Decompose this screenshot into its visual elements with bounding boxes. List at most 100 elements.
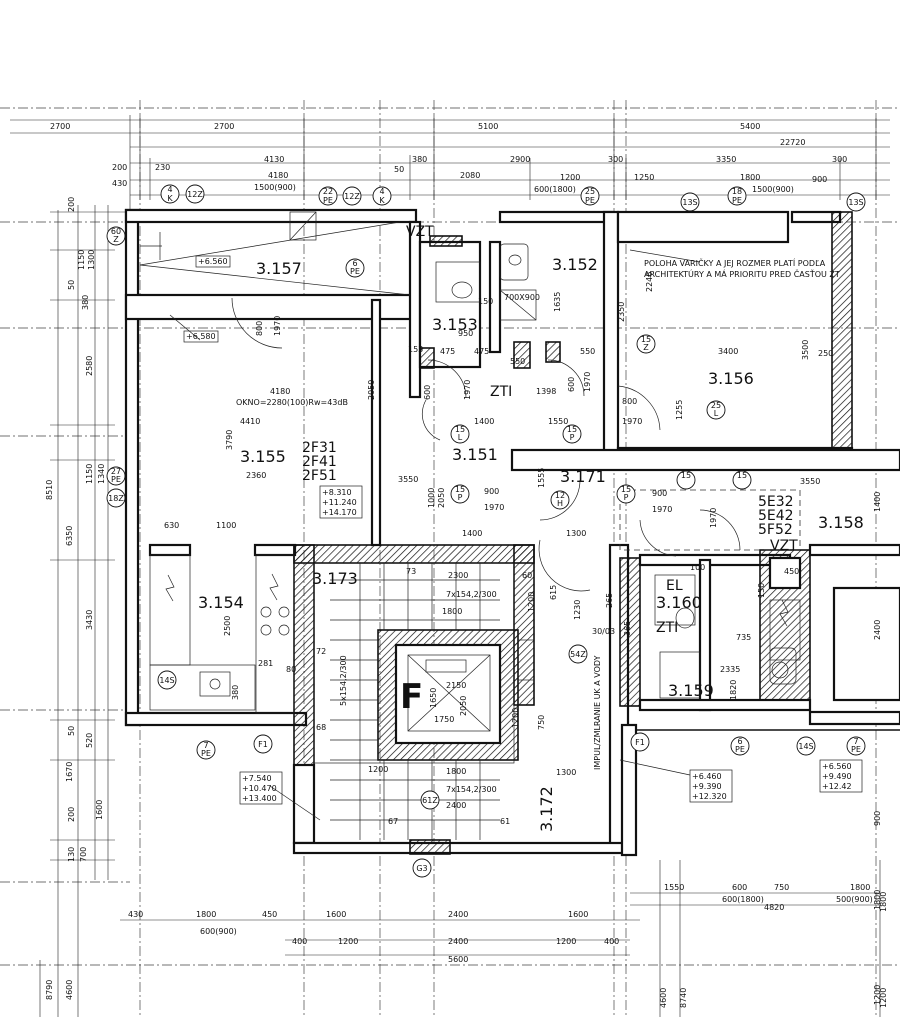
inner-dim-text: 1100 [216, 521, 236, 530]
marker-32 [568, 644, 588, 664]
bubble-text: 15 [641, 335, 651, 344]
bubble-text: 27 [111, 467, 121, 476]
window-note: OKNO=2280(100)Rw=43dB [236, 398, 348, 407]
room-number: 3.172 [537, 786, 556, 832]
text-labels: VZT VZT ZTI ZTI EL F POLOHA VARIČKY A JE… [236, 224, 840, 794]
bubble-text: 14S [798, 742, 813, 751]
marker-6 [580, 186, 600, 206]
inner-dim-text: 4410 [240, 417, 260, 426]
level-mark: +6.560 [198, 257, 228, 266]
dim-text: 430 [112, 179, 127, 188]
section-markers [106, 184, 866, 878]
inner-dim-text: 72 [316, 647, 326, 656]
dim-text: 2700 [214, 122, 234, 131]
inner-dim-text: 1400 [462, 529, 482, 538]
inner-dim-text: 100 [690, 563, 705, 572]
marker-27 [730, 736, 750, 756]
bubble-subtext: PE [851, 745, 861, 754]
stair-label: 7x154,2/300 [446, 590, 497, 599]
room-number: 3.160 [656, 593, 702, 612]
dim-text: 1200 [556, 937, 576, 946]
dim-text: 600(900) [200, 927, 237, 936]
inner-dim-text: 1230 [573, 600, 582, 620]
bubble-text: 22 [323, 187, 333, 196]
inner-dim-text: 1970 [709, 508, 718, 528]
building-walls [124, 208, 900, 857]
bubble-text: 13S [682, 198, 697, 207]
bubble-subtext: H [557, 499, 563, 508]
dim-text: 1670 [65, 762, 74, 782]
marker-21 [106, 466, 126, 486]
dim-text: 2400 [448, 910, 468, 919]
room-number: 3.159 [668, 681, 714, 700]
dim-text: 5600 [448, 955, 468, 964]
inner-dim-text: 475 [440, 347, 455, 356]
marker-16 [450, 484, 470, 504]
dim-text: 750 [774, 883, 789, 892]
bottom-dimension-lines [39, 860, 881, 1017]
dim-text: 200 [112, 163, 127, 172]
top-dimension-texts: 2700 2700 5100 5400 22720 200 230 4130 3… [50, 122, 847, 194]
dim-text: 900 [873, 811, 882, 826]
marker-24 [196, 740, 216, 760]
level-mark: +12.320 [692, 792, 727, 801]
inner-dim-text: 1750 [434, 715, 454, 724]
level-mark: +8.310 [322, 488, 352, 497]
bubble-subtext: Z [113, 235, 119, 244]
bubble-subtext: L [458, 433, 463, 442]
marker-10 [106, 226, 126, 246]
dim-text: 300 [608, 155, 623, 164]
room-number: 3.153 [432, 315, 478, 334]
room-number: 3.155 [240, 447, 286, 466]
kitchen-note: ARCHITEKTÚRY A MÁ PRIORITU PRED ČASŤOU Z… [644, 268, 840, 279]
inner-dim-text: 630 [164, 521, 179, 530]
inner-dim-text: 1400 [474, 417, 494, 426]
bubble-subtext: P [624, 493, 629, 502]
inner-dim-text: 1970 [463, 380, 472, 400]
bubble-text: 4 [167, 185, 172, 194]
bubble-subtext: PE [323, 196, 333, 205]
bubble-subtext: L [714, 409, 719, 418]
room-code: 5E42 [758, 508, 794, 524]
bubble-subtext: P [570, 433, 575, 442]
inner-dim-text: 1300 [556, 768, 576, 777]
inner-dim-text: 950 [458, 329, 473, 338]
dim-text: 2700 [50, 122, 70, 131]
marker-22 [106, 488, 126, 508]
dim-text: 2080 [460, 171, 480, 180]
dim-text: 1800 [879, 892, 888, 912]
dim-text: 4180 [268, 171, 288, 180]
inner-dim-text: 3790 [225, 430, 234, 450]
shaft-note: IMPUL/ZMLRANIE UK A VODY [593, 655, 602, 770]
bubble-text: 12Z [187, 190, 203, 199]
dim-text: 230 [155, 163, 170, 172]
inner-dim-text: 1550 [548, 417, 568, 426]
dim-text: 1200 [560, 173, 580, 182]
dim-text: 8790 [45, 980, 54, 1000]
dim-text: 130 [67, 847, 76, 862]
marker-12 [636, 334, 656, 354]
marker-8 [680, 192, 700, 212]
bubble-text: 15 [737, 471, 747, 480]
bubble-subtext: Z [643, 343, 649, 352]
inner-dim-text: 1970 [484, 503, 504, 512]
bubble-text: F1 [635, 738, 645, 747]
dim-text: 2900 [510, 155, 530, 164]
level-mark: +14.170 [322, 508, 357, 517]
room-number: 3.151 [452, 445, 498, 464]
dim-text: 500(900) [836, 895, 873, 904]
vzt-label: VZT [406, 224, 434, 240]
inner-dim-text: 61 [500, 817, 510, 826]
fixtures-and-doors [139, 211, 801, 821]
inner-dim-text: 2150 [446, 681, 466, 690]
inner-dim-text: 68 [316, 723, 326, 732]
dim-text: 400 [604, 937, 619, 946]
dim-text: 5100 [478, 122, 498, 131]
inner-dim-text: 150 [757, 583, 766, 598]
bubble-text: 61Z [422, 796, 438, 805]
inner-dim-text: 1255 [675, 400, 684, 420]
inner-dim-text: 735 [736, 633, 751, 642]
marker-18 [616, 484, 636, 504]
inner-dim-text: 2400 [446, 801, 466, 810]
